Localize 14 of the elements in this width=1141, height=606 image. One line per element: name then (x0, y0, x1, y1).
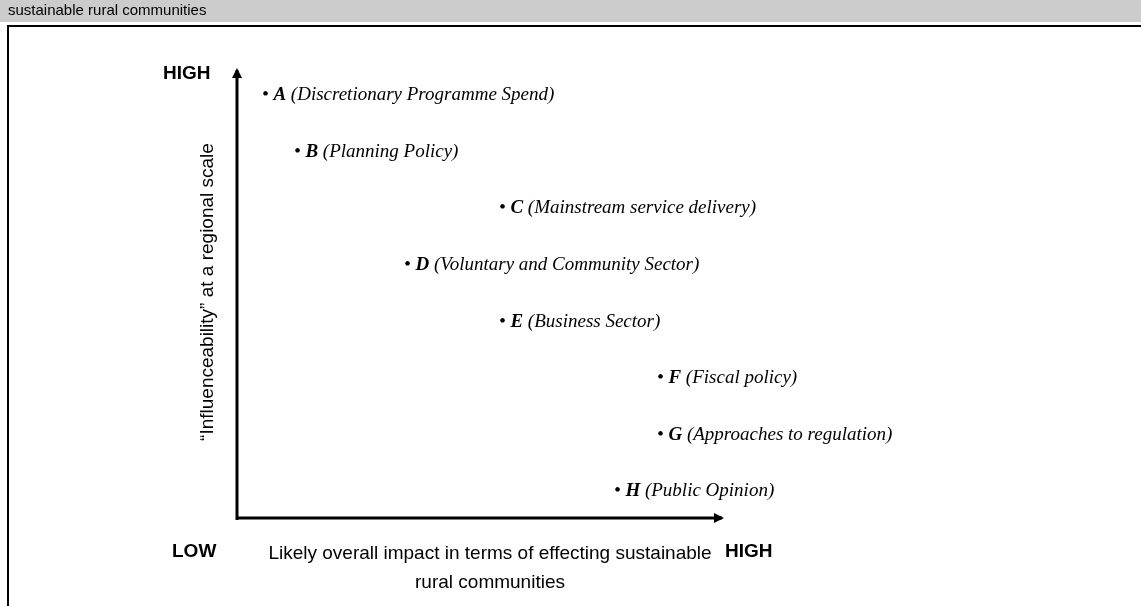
plot-item: • B (Planning Policy) (294, 140, 459, 162)
axis-end-label: HIGH (163, 62, 211, 84)
axis-end-label: LOW (172, 540, 217, 562)
plot-item: • F (Fiscal policy) (657, 366, 798, 388)
plot-item: • A (Discretionary Programme Spend) (262, 83, 555, 105)
x-axis-label: Likely overall impact in terms of effecting sustainable rural communities (267, 541, 713, 594)
plot-item: • G (Approaches to regulation) (657, 423, 893, 445)
header-title: sustainable rural communities (8, 1, 207, 18)
plot-item: • H (Public Opinion) (614, 479, 775, 501)
y-axis-label: “Influenceability” at a regional scale (196, 143, 218, 441)
plot-item: • C (Mainstream service delivery) (499, 196, 757, 218)
plot-item: • E (Business Sector) (499, 310, 661, 332)
axis-end-label: HIGH (725, 540, 773, 562)
plot-item: • D (Voluntary and Community Sector) (404, 253, 700, 275)
